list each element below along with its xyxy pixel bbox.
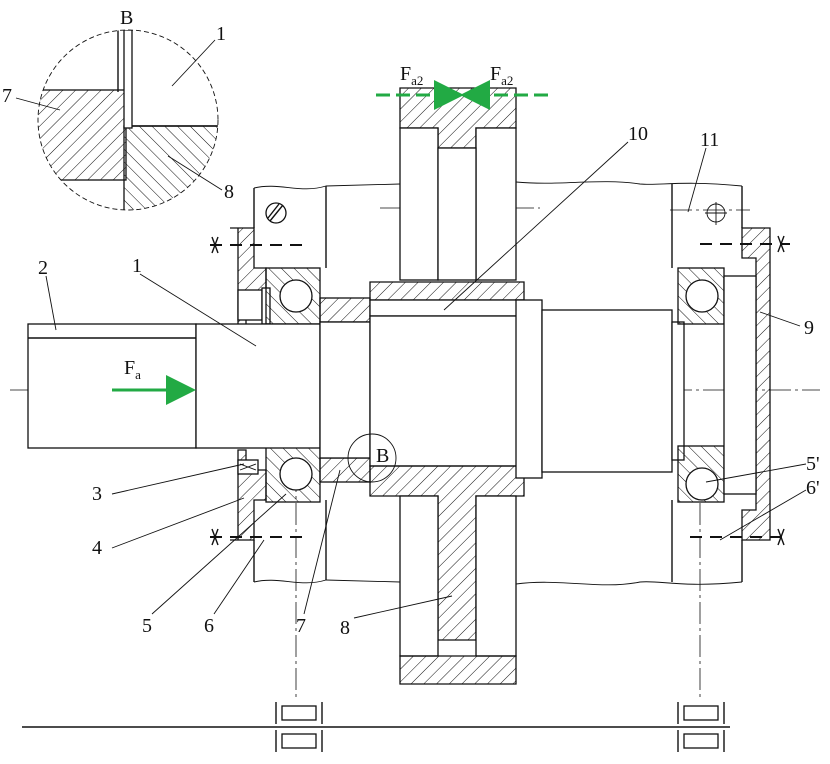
detail-view-label: B: [120, 7, 133, 29]
ball-right-bottom: [685, 467, 719, 501]
force-fa2-right-label: Fa2: [490, 63, 513, 88]
part-label-2: 2: [38, 257, 48, 279]
ball-left-bottom: [279, 457, 313, 491]
force-fa-label: Fa: [124, 357, 141, 382]
shaft-journal: [195, 323, 321, 449]
part-label-1: 1: [132, 255, 142, 277]
housing-break-top-left: [253, 183, 401, 190]
part-label-11: 11: [700, 129, 719, 151]
support-right-icon: [677, 702, 725, 752]
ball-right-top: [685, 279, 719, 313]
part-label-9: 9: [804, 317, 814, 339]
part-label-7: 7: [296, 615, 306, 637]
gear-bore-shaft: [369, 315, 525, 467]
part-label-8: 8: [340, 617, 350, 639]
part-label-6: 6: [204, 615, 214, 637]
shaft-end: [27, 323, 197, 449]
part-label-4: 4: [92, 537, 102, 559]
ball-left-top: [279, 279, 313, 313]
part-label-10: 10: [628, 123, 648, 145]
housing-break-top-right: [515, 181, 743, 187]
part-label-6prime: 6': [806, 477, 820, 499]
part-label-5: 5: [142, 615, 152, 637]
housing-break-bottom-right: [515, 581, 743, 586]
callout-b-circle: [347, 433, 397, 483]
detail-label-7: 7: [2, 85, 12, 107]
part-label-3: 3: [92, 483, 102, 505]
housing-break-bottom-left: [253, 579, 401, 584]
force-fa2-left-label: Fa2: [400, 63, 423, 88]
support-left-icon: [275, 702, 323, 752]
callout-b-label: B: [376, 445, 389, 467]
part-label-5prime: 5': [806, 453, 820, 475]
detail-label-1: 1: [216, 23, 226, 45]
detail-label-8: 8: [224, 181, 234, 203]
shaft-right: [541, 309, 673, 473]
detail-view-b: B 1 7 8: [2, 7, 234, 211]
